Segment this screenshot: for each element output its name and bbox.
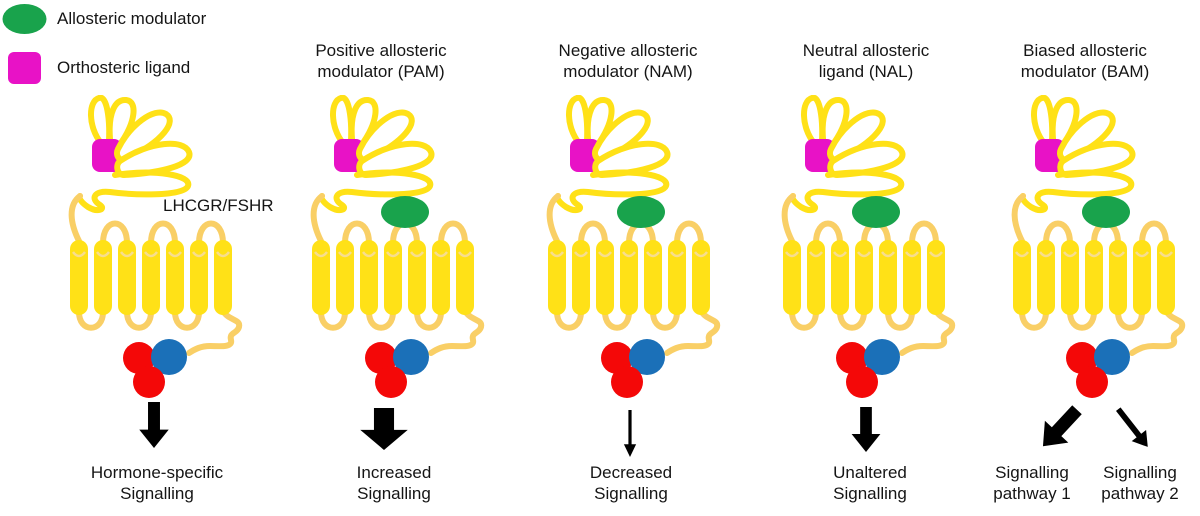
- signal-arrow-pam: [354, 408, 414, 450]
- receptor-illustration-baseline: [60, 95, 245, 405]
- panel-title-bam: Biased allosteric modulator (BAM): [1020, 41, 1150, 81]
- orthosteric-ligand-square: [8, 52, 41, 84]
- panel-title-pam: Positive allosteric modulator (PAM): [315, 41, 447, 81]
- allosteric-modulator-on-receptor: [852, 196, 900, 228]
- receptor-name-label: LHCGR/FSHR: [163, 196, 274, 215]
- outcome-caption-pathway2: Signalling pathway 2: [1101, 463, 1179, 503]
- outcome-caption-pam: Increased Signalling: [356, 463, 432, 503]
- signal-arrow-nam: [620, 410, 640, 457]
- receptor-illustration-nam: [538, 95, 723, 405]
- outcome-caption-nam: Decreased Signalling: [589, 463, 673, 503]
- allosteric-modulator-on-receptor: [1082, 196, 1130, 228]
- signal-arrow-pathway2: [1109, 402, 1157, 455]
- signal-arrow-baseline: [124, 402, 184, 448]
- allosteric-modulator-on-receptor: [617, 196, 665, 228]
- panel-title-nam: Negative allosteric modulator (NAM): [558, 41, 698, 81]
- allosteric-modulator-on-receptor: [381, 196, 429, 228]
- receptor-illustration-nal: [773, 95, 958, 405]
- signal-arrow-nal: [836, 407, 896, 452]
- legend-label-orthosteric: Orthosteric ligand: [57, 58, 191, 77]
- legend-label-allosteric: Allosteric modulator: [57, 9, 207, 28]
- receptor-illustration-pam: [302, 95, 487, 405]
- receptor-illustration-bam: [1003, 95, 1188, 405]
- panel-title-nal: Neutral allosteric ligand (NAL): [802, 41, 930, 81]
- allosteric-modulator-ellipse: [2, 4, 47, 34]
- outcome-caption-nal: Unaltered Signalling: [833, 463, 907, 503]
- outcome-caption-pathway1: Signalling pathway 1: [993, 463, 1071, 503]
- outcome-caption-baseline: Hormone-specific Signalling: [90, 463, 224, 503]
